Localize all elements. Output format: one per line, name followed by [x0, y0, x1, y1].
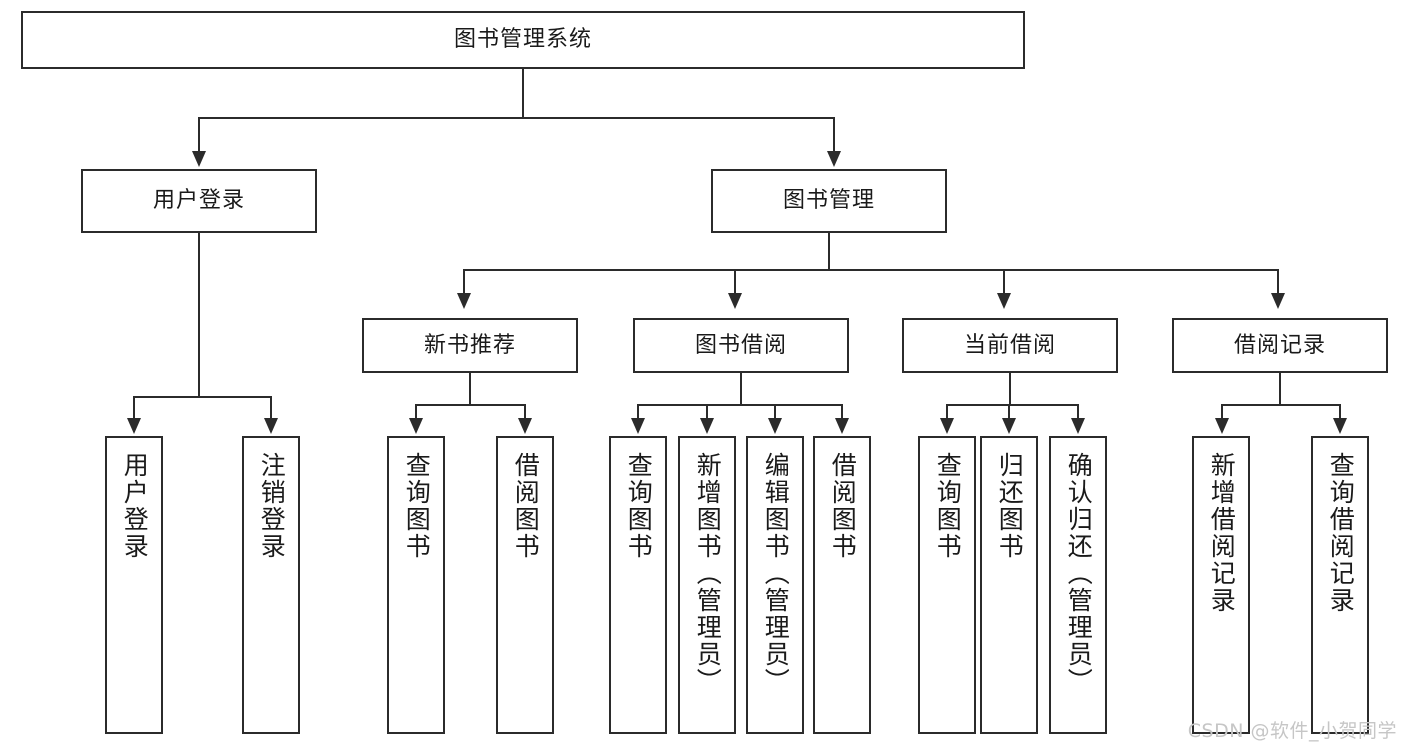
leaf-return-book[interactable]: 归还图书: [980, 436, 1038, 734]
connector-br-drop-2: [1339, 404, 1341, 420]
connector-drop-current-borrow: [1003, 269, 1005, 295]
leaf-logout-login-label: 注销登录: [257, 452, 287, 560]
connector-book-manage-stem: [828, 233, 830, 270]
arrow-cb-leaf-2: [1002, 418, 1016, 434]
connector-drop-book-borrow: [734, 269, 736, 295]
node-current-borrow[interactable]: 当前借阅: [902, 318, 1118, 373]
node-current-borrow-label: 当前借阅: [963, 332, 1056, 358]
arrow-user-login-leaf-1: [127, 418, 141, 434]
connector-cb-drop-1: [946, 404, 948, 420]
arrow-borrow-record: [1271, 293, 1285, 309]
connector-current-borrow-bus: [946, 404, 1078, 406]
leaf-query-book-1[interactable]: 查询图书: [387, 436, 445, 734]
connector-level3-bus: [463, 269, 1278, 271]
connector-root-bus: [198, 117, 835, 119]
connector-borrow-record-stem: [1279, 373, 1281, 406]
node-borrow-record[interactable]: 借阅记录: [1172, 318, 1388, 373]
connector-book-borrow-stem: [740, 373, 742, 406]
connector-user-login-drop-1: [133, 396, 135, 420]
leaf-logout-login[interactable]: 注销登录: [242, 436, 300, 734]
node-book-manage[interactable]: 图书管理: [711, 169, 947, 233]
connector-br-drop-1: [1221, 404, 1223, 420]
connector-cb-drop-3: [1077, 404, 1079, 420]
leaf-add-book-admin-label: 新增图书（管理员）: [693, 452, 723, 695]
node-new-book-recommend-label: 新书推荐: [423, 332, 516, 358]
arrow-br-leaf-2: [1333, 418, 1347, 434]
leaf-edit-book-admin[interactable]: 编辑图书（管理员）: [746, 436, 804, 734]
leaf-query-book-3[interactable]: 查询图书: [918, 436, 976, 734]
connector-new-book-recommend-bus: [415, 404, 525, 406]
arrow-nbr-leaf-1: [409, 418, 423, 434]
connector-cb-drop-2: [1008, 404, 1010, 420]
arrow-new-book-recommend: [457, 293, 471, 309]
leaf-add-record-label: 新增借阅记录: [1207, 452, 1237, 614]
arrow-current-borrow: [997, 293, 1011, 309]
arrow-cb-leaf-3: [1071, 418, 1085, 434]
node-user-login[interactable]: 用户登录: [81, 169, 317, 233]
arrow-cb-leaf-1: [940, 418, 954, 434]
node-user-login-label: 用户登录: [152, 188, 245, 213]
connector-user-login-drop-2: [270, 396, 272, 420]
arrow-bb-leaf-2: [700, 418, 714, 434]
connector-drop-new-book-recommend: [463, 269, 465, 295]
connector-nbr-drop-2: [524, 404, 526, 420]
connector-book-borrow-bus: [637, 404, 843, 406]
node-book-borrow[interactable]: 图书借阅: [633, 318, 849, 373]
arrow-root-to-user-login: [192, 151, 206, 167]
arrow-book-borrow: [728, 293, 742, 309]
node-book-manage-label: 图书管理: [782, 188, 875, 213]
leaf-user-login[interactable]: 用户登录: [105, 436, 163, 734]
leaf-query-book-2[interactable]: 查询图书: [609, 436, 667, 734]
leaf-query-record[interactable]: 查询借阅记录: [1311, 436, 1369, 734]
node-book-borrow-label: 图书借阅: [694, 332, 787, 358]
leaf-borrow-book-2-label: 借阅图书: [828, 452, 858, 560]
connector-root-to-user-login: [198, 117, 200, 153]
arrow-bb-leaf-3: [768, 418, 782, 434]
leaf-query-book-3-label: 查询图书: [933, 452, 963, 560]
connector-bb-drop-3: [774, 404, 776, 420]
connector-user-login-bus: [133, 396, 270, 398]
arrow-bb-leaf-4: [835, 418, 849, 434]
node-root-label: 图书管理系统: [453, 27, 592, 52]
connector-borrow-record-bus: [1221, 404, 1340, 406]
arrow-user-login-leaf-2: [264, 418, 278, 434]
connector-bb-drop-2: [706, 404, 708, 420]
leaf-query-book-2-label: 查询图书: [624, 452, 654, 560]
connector-bb-drop-4: [841, 404, 843, 420]
leaf-confirm-return-label: 确认归还（管理员）: [1064, 452, 1094, 695]
leaf-borrow-book-1[interactable]: 借阅图书: [496, 436, 554, 734]
connector-current-borrow-stem: [1009, 373, 1011, 406]
node-new-book-recommend[interactable]: 新书推荐: [362, 318, 578, 373]
connector-new-book-recommend-stem: [469, 373, 471, 406]
connector-nbr-drop-1: [415, 404, 417, 420]
leaf-borrow-book-2[interactable]: 借阅图书: [813, 436, 871, 734]
arrow-nbr-leaf-2: [518, 418, 532, 434]
arrow-br-leaf-1: [1215, 418, 1229, 434]
leaf-add-book-admin[interactable]: 新增图书（管理员）: [678, 436, 736, 734]
arrow-root-to-book-manage: [827, 151, 841, 167]
connector-root-stem: [522, 69, 524, 117]
leaf-return-book-label: 归还图书: [995, 452, 1025, 560]
leaf-edit-book-admin-label: 编辑图书（管理员）: [761, 452, 791, 695]
arrow-bb-leaf-1: [631, 418, 645, 434]
node-root[interactable]: 图书管理系统: [21, 11, 1025, 69]
node-borrow-record-label: 借阅记录: [1233, 332, 1326, 358]
connector-bb-drop-1: [637, 404, 639, 420]
leaf-add-record[interactable]: 新增借阅记录: [1192, 436, 1250, 734]
connector-user-login-stem: [198, 233, 200, 398]
connector-drop-borrow-record: [1277, 269, 1279, 295]
leaf-query-record-label: 查询借阅记录: [1326, 452, 1356, 614]
leaf-confirm-return[interactable]: 确认归还（管理员）: [1049, 436, 1107, 734]
leaf-borrow-book-1-label: 借阅图书: [511, 452, 541, 560]
leaf-query-book-1-label: 查询图书: [402, 452, 432, 560]
leaf-user-login-label: 用户登录: [120, 452, 150, 560]
connector-root-to-book-manage: [833, 117, 835, 153]
